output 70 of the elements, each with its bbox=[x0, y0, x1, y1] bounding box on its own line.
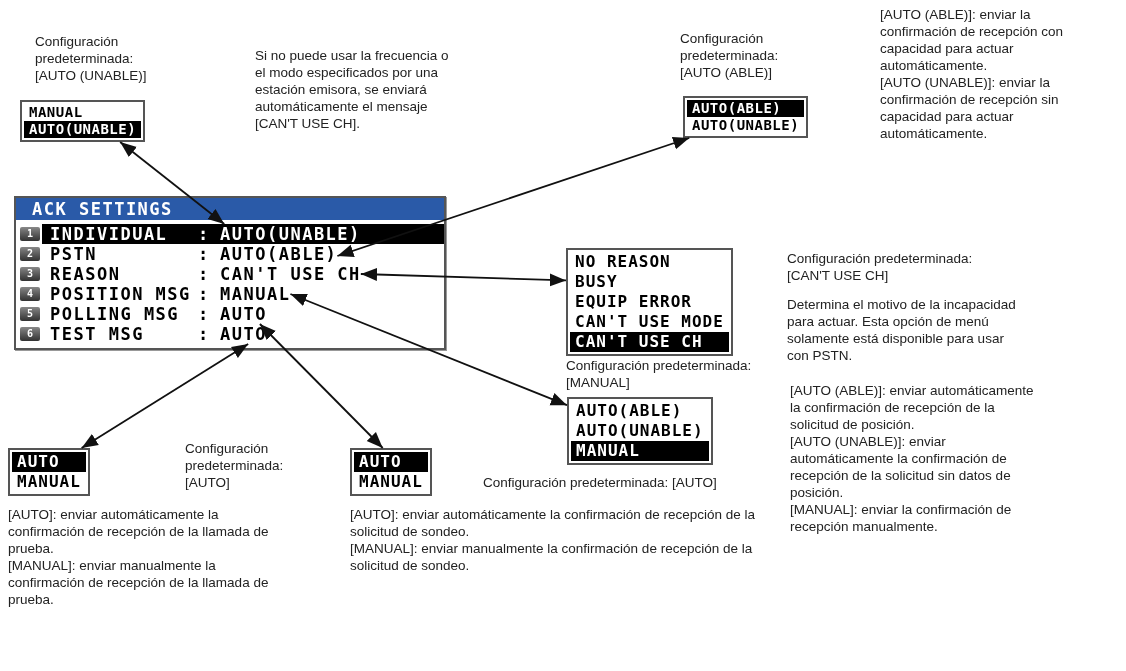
default-setting-caption: Configuración predeterminada: [AUTO (ABLE)] bbox=[680, 30, 780, 81]
description-text: [MANUAL]: enviar la confirmación de recepción manualmente. bbox=[790, 501, 1013, 535]
selected-option: AUTO bbox=[12, 452, 86, 472]
colon: : bbox=[198, 324, 211, 344]
number-key-icon: 6 bbox=[20, 327, 40, 341]
option-item: MANUAL bbox=[358, 472, 424, 492]
option-list-popup bbox=[350, 448, 432, 496]
number-key-icon: 1 bbox=[20, 227, 40, 241]
description-text: [AUTO]: enviar automáticamente la confirmación de recepción de la llamada de prueba. bbox=[8, 506, 270, 557]
note-text: Si no puede usar la frecuencia o el modo especificados por una estación emisora, se enviará automáticamente el mensaje [CAN'T USE CH]. bbox=[255, 47, 450, 132]
setting-name: REASON bbox=[50, 264, 122, 284]
option-item: AUTO(ABLE) bbox=[575, 401, 684, 421]
description-text: [AUTO (ABLE)]: enviar la confirmación de recepción con capacidad para actuar automáticamente. bbox=[880, 6, 1065, 74]
setting-value: AUTO(UNABLE) bbox=[220, 224, 361, 244]
number-key-icon: 4 bbox=[20, 287, 40, 301]
number-key-icon: 3 bbox=[20, 267, 40, 281]
setting-value: MANUAL bbox=[220, 284, 291, 304]
option-item: MANUAL bbox=[16, 472, 82, 492]
menu-title-bar: ACK SETTINGS bbox=[16, 198, 444, 220]
option-item: MANUAL bbox=[28, 104, 84, 121]
default-setting-caption: Configuración predeterminada: [CAN'T USE CH] bbox=[787, 250, 974, 284]
selected-option: AUTO(ABLE) bbox=[687, 100, 805, 117]
double-arrow bbox=[359, 268, 567, 287]
default-setting-caption: Configuración predeterminada: [AUTO (UNABLE)] bbox=[35, 33, 148, 84]
double-arrow bbox=[289, 293, 568, 407]
number-key-icon: 5 bbox=[20, 307, 40, 321]
double-arrow bbox=[80, 343, 250, 449]
selected-option: MANUAL bbox=[571, 441, 709, 461]
setting-name: INDIVIDUAL bbox=[50, 224, 169, 244]
option-item: EQUIP ERROR bbox=[574, 292, 693, 312]
default-setting-caption: Configuración predeterminada: [MANUAL] bbox=[566, 357, 753, 391]
option-item: NO REASON bbox=[574, 252, 672, 272]
settings-menu-screen bbox=[14, 196, 446, 350]
option-list-popup bbox=[566, 248, 733, 356]
option-list-popup bbox=[683, 96, 809, 138]
setting-name: POSITION MSG bbox=[50, 284, 192, 304]
colon: : bbox=[198, 264, 211, 284]
option-list-popup bbox=[8, 448, 90, 496]
selected-option: AUTO bbox=[354, 452, 428, 472]
option-item: AUTO(UNABLE) bbox=[575, 421, 705, 441]
colon: : bbox=[198, 244, 211, 264]
default-setting-caption: Configuración predeterminada: [AUTO] bbox=[185, 440, 285, 491]
description-text: [AUTO (UNABLE)]: enviar automáticamente la confirmación de recepción de la solicitud sin datos de posición. bbox=[790, 433, 1012, 501]
option-list-popup bbox=[20, 100, 146, 142]
option-item: BUSY bbox=[574, 272, 619, 292]
colon: : bbox=[198, 224, 211, 244]
selected-option: AUTO(UNABLE) bbox=[24, 121, 142, 138]
option-item: CAN'T USE MODE bbox=[574, 312, 725, 332]
setting-name: PSTN bbox=[50, 244, 98, 264]
description-text: [AUTO (UNABLE)]: enviar la confirmación de recepción sin capacidad para actuar automáticamente. bbox=[880, 74, 1060, 142]
setting-name: POLLING MSG bbox=[50, 304, 181, 324]
number-key-icon: 2 bbox=[20, 247, 40, 261]
setting-name: TEST MSG bbox=[50, 324, 145, 344]
double-arrow bbox=[259, 323, 384, 449]
setting-value: AUTO bbox=[220, 304, 267, 324]
description-text: [AUTO]: enviar automáticamente la confirmación de recepción de la solicitud de sondeo. bbox=[350, 506, 756, 540]
double-arrow bbox=[336, 137, 691, 257]
option-list-popup bbox=[567, 397, 713, 465]
colon: : bbox=[198, 284, 211, 304]
colon: : bbox=[198, 304, 211, 324]
description-text: [MANUAL]: enviar manualmente la confirmación de recepción de la solicitud de sondeo. bbox=[350, 540, 754, 574]
double-arrow bbox=[119, 141, 226, 225]
selected-option: CAN'T USE CH bbox=[570, 332, 729, 352]
setting-value: AUTO(ABLE) bbox=[220, 244, 338, 264]
setting-value: CAN'T USE CH bbox=[220, 264, 361, 284]
description-text: Determina el motivo de la incapacidad para actuar. Esta opción de menú solamente está disponible para usar con PSTN. bbox=[787, 296, 1017, 364]
description-text: [MANUAL]: enviar manualmente la confirmación de recepción de la llamada de prueba. bbox=[8, 557, 270, 608]
description-text: [AUTO (ABLE)]: enviar automáticamente la confirmación de recepción de la solicitud de posición. bbox=[790, 382, 1035, 433]
setting-value: AUTO bbox=[220, 324, 267, 344]
option-item: AUTO(UNABLE) bbox=[691, 117, 801, 134]
